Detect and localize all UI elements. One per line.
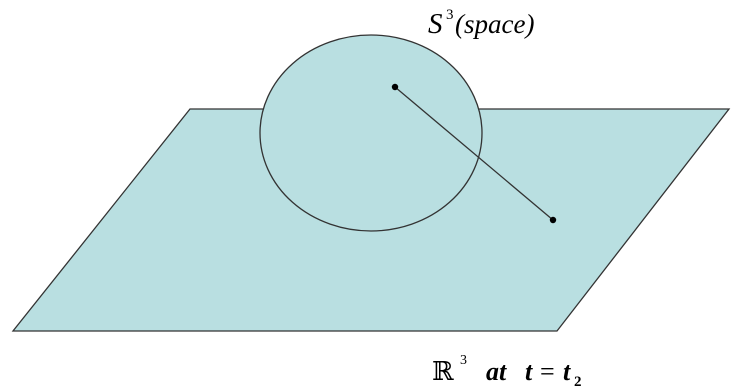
sphere-s3 [259, 34, 483, 232]
plane-label: ℝ 3 at t = t 2 [432, 353, 582, 388]
sphere-label-superscript: 3 [446, 7, 454, 23]
plane-label-symbol: ℝ [432, 357, 454, 387]
plane-label-rhs-var: t [563, 357, 571, 386]
projection-line [394, 86, 554, 221]
plane-label-superscript: 3 [460, 353, 467, 368]
sphere-point [391, 83, 399, 91]
plane-label-rhs-subscript: 2 [574, 374, 582, 388]
plane-label-equals: = [540, 357, 555, 386]
sphere-label-symbol: S [428, 8, 443, 40]
sphere-label: S 3 (space) [428, 7, 534, 40]
plane-point [549, 216, 557, 224]
plane-label-var: t [525, 357, 533, 386]
sphere-label-paren-text: (space) [455, 9, 534, 39]
plane-label-at: at [486, 357, 507, 386]
